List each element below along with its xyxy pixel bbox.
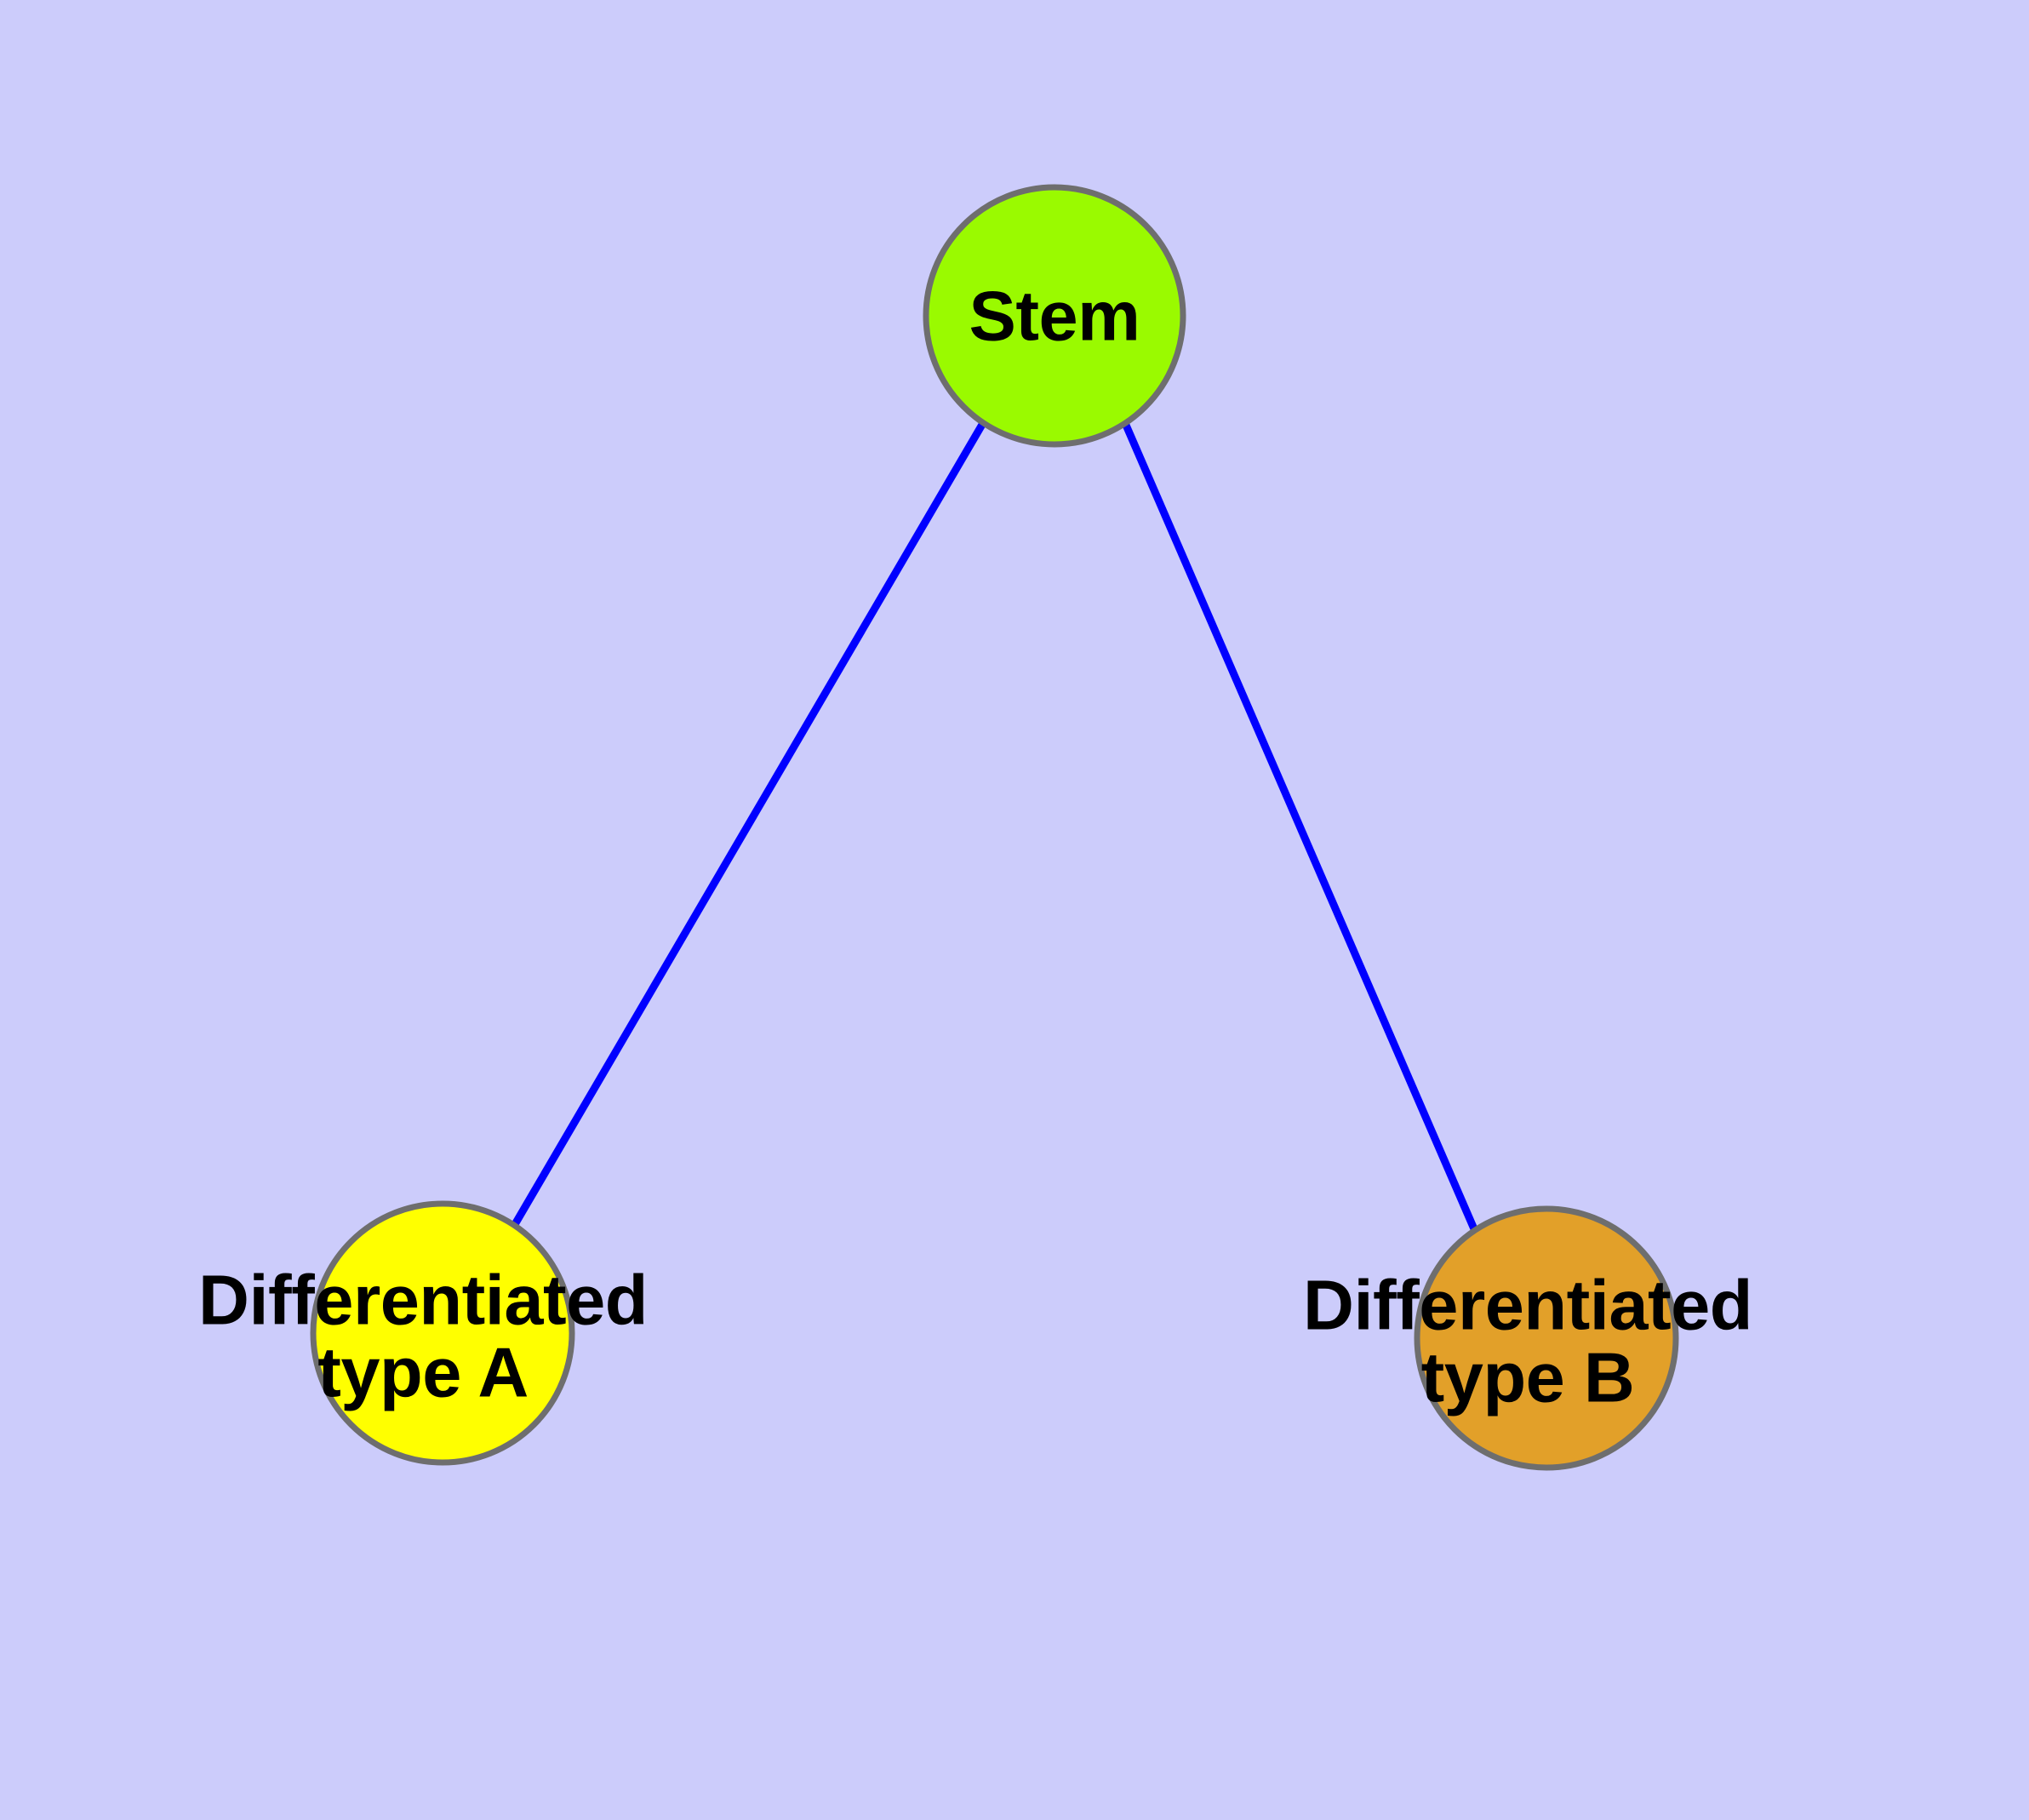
graph-edge-stem-to-type-b[interactable] [1121, 421, 1479, 1233]
graph-node-differentiated-type-a[interactable] [310, 1200, 575, 1466]
graph-node-stem[interactable] [923, 184, 1186, 448]
graph-node-differentiated-type-b[interactable] [1414, 1205, 1679, 1471]
node-layer [310, 184, 1679, 1471]
graph-edge-stem-to-type-a[interactable] [511, 421, 986, 1228]
edge-layer [511, 421, 1479, 1233]
